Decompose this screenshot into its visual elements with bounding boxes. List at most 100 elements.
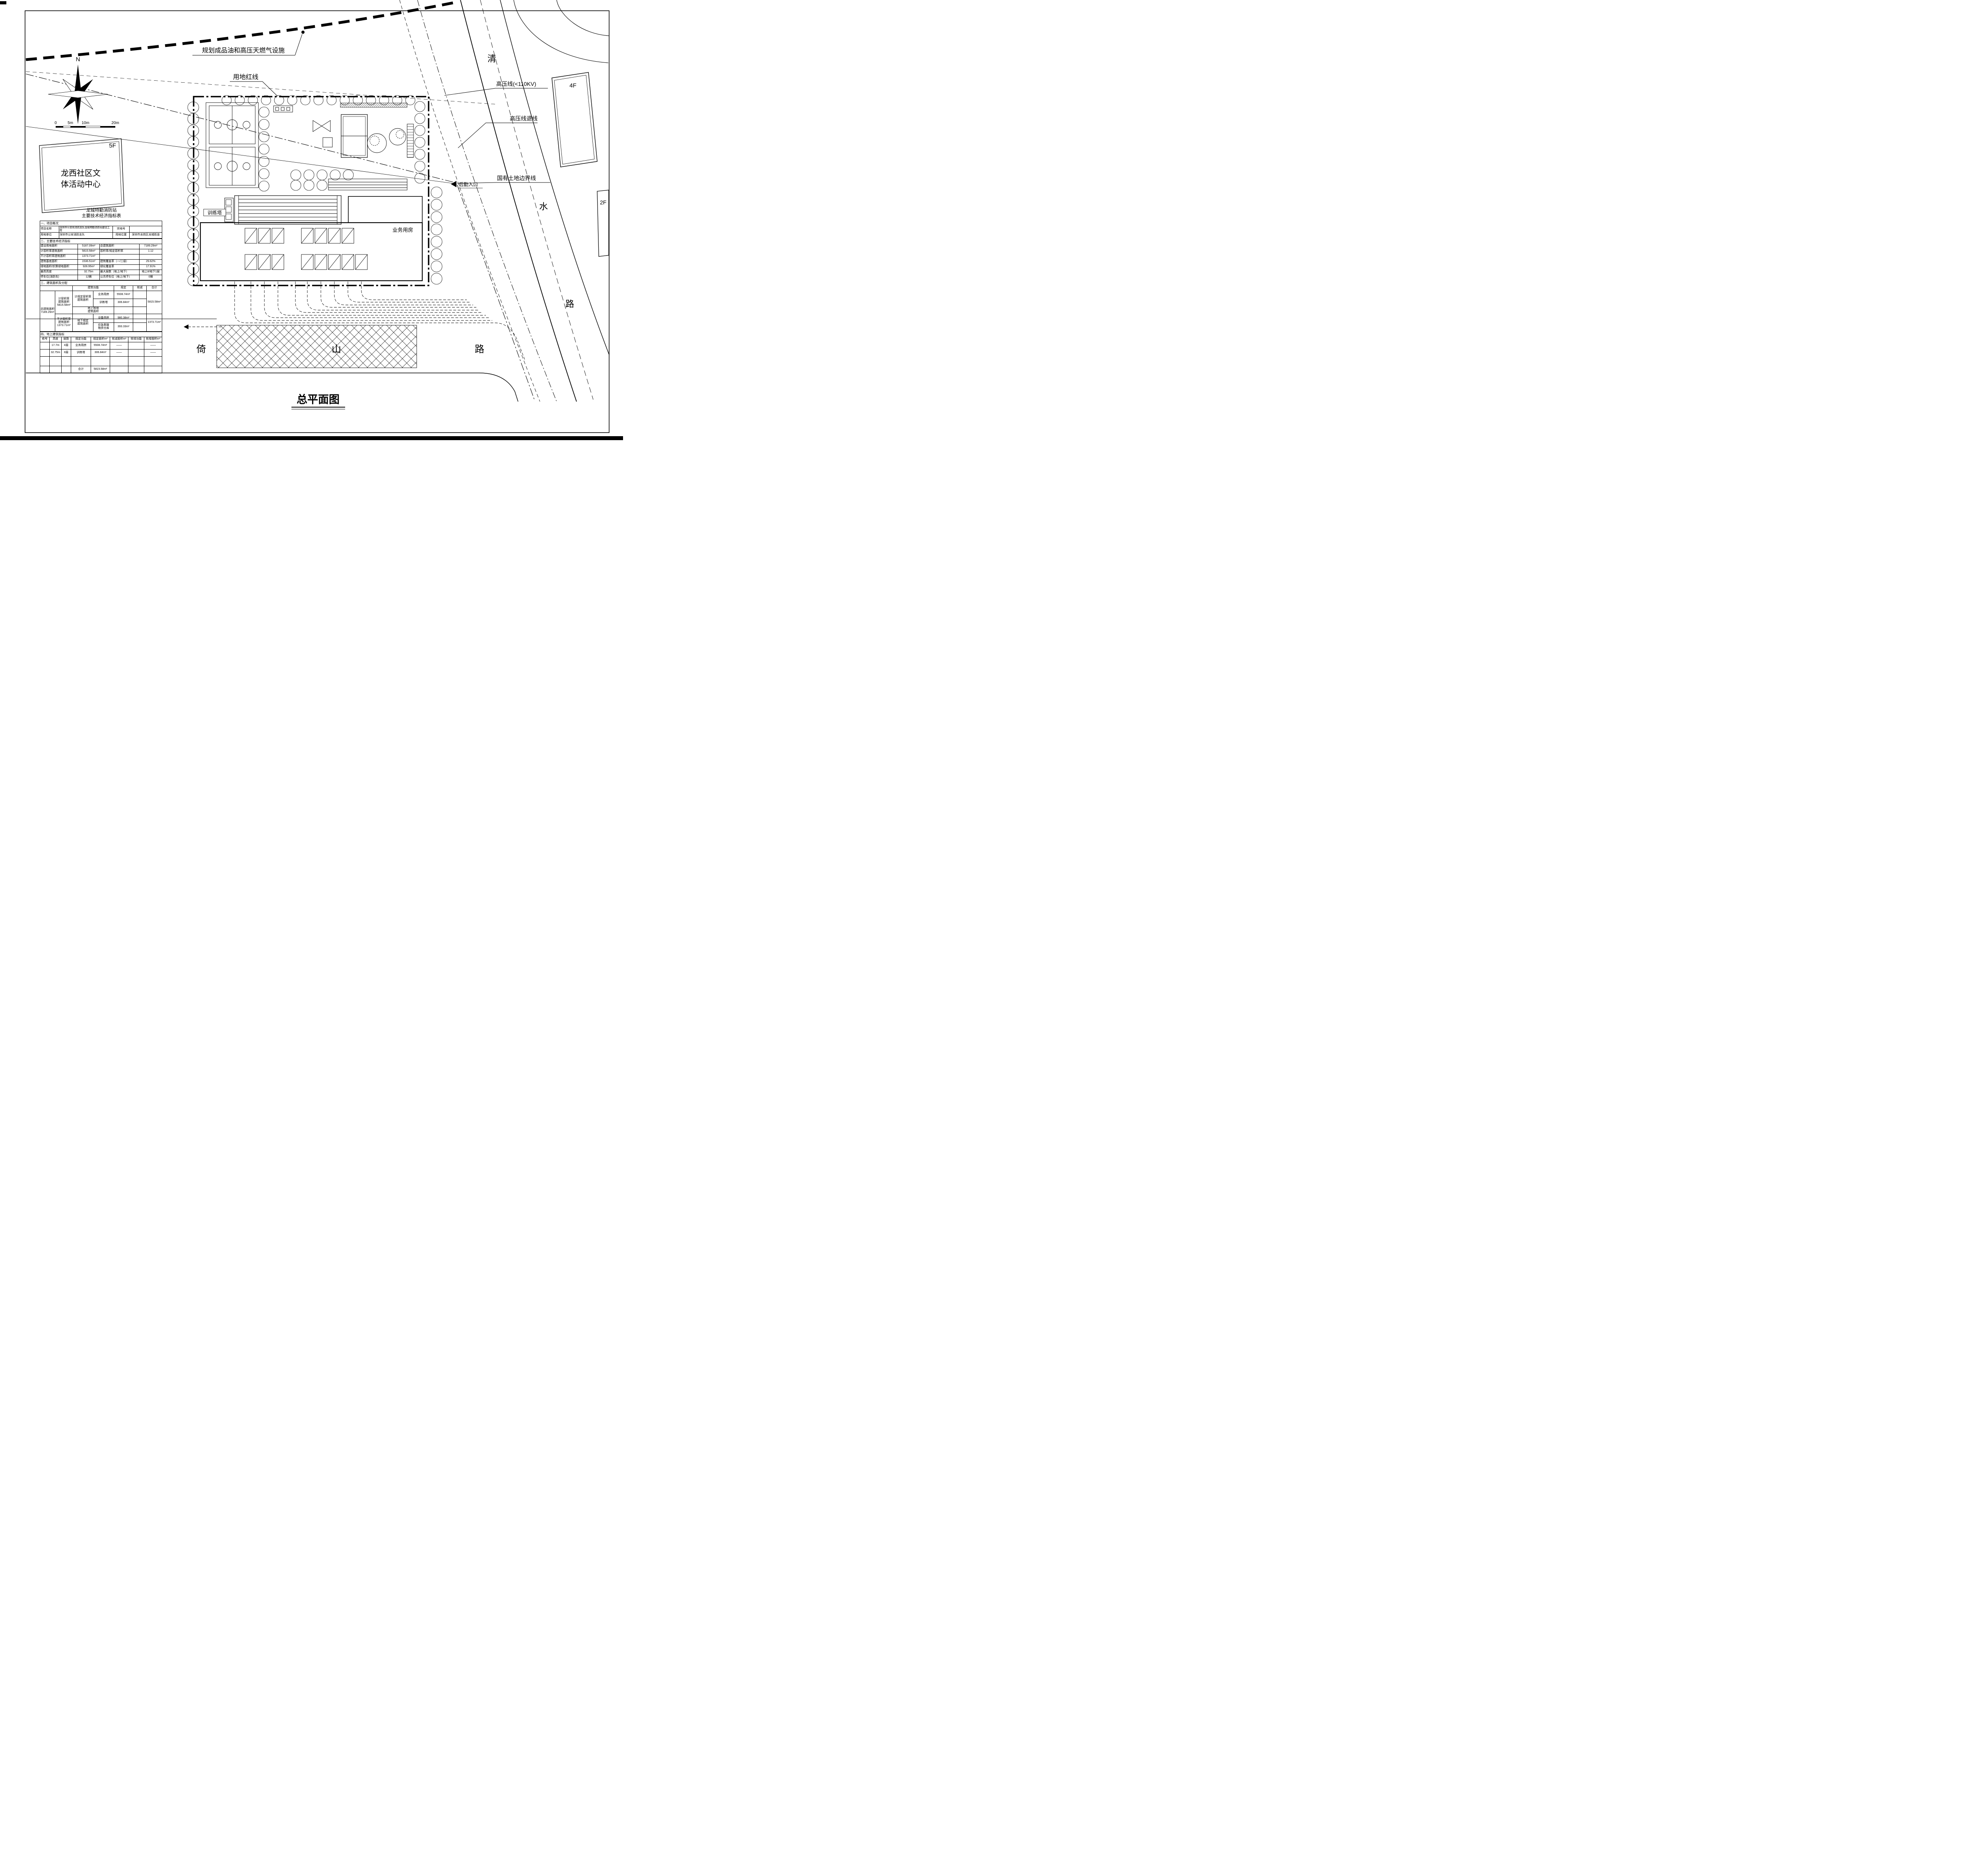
cell: 计容积率 建筑面积 5815.58m² [55,290,73,314]
basketball-courts [206,102,259,188]
cell [91,356,110,366]
cell [61,356,71,366]
building-4f-floors: 4F [569,82,577,89]
cell: 合计 [146,285,163,291]
cell: 5815.58m² [146,290,163,314]
cell [40,285,73,291]
training-tower: 训练塔 [203,198,234,222]
cell [139,254,162,260]
cell: 1536.51m² [78,259,100,265]
cell: 深圳市龙岗区龙城街道 [129,232,162,239]
cell: 最高高度 [40,269,78,275]
cell: 计容积率建筑面积 [40,249,78,254]
drawing-title-block: 总平面图 [291,394,345,410]
table-title-line1: 龙城特勤消防站 [86,208,117,213]
road-name-qing: 清 [487,54,496,64]
cell [144,365,162,373]
cell [40,342,50,349]
grandstand [328,179,408,190]
cell: 12辆 [78,274,100,280]
exit-arrow-icon [184,324,188,329]
cell: 训练塔 [93,298,114,307]
training-tower-label: 训练塔 [208,210,222,216]
driveways [184,282,525,360]
cell: 1373.71m² [146,313,163,332]
cell: 绿化覆盖率 [99,264,140,270]
qingshui-road: 清 水 路 [460,0,610,402]
cell [144,356,162,366]
scale-0: 0 [54,121,57,125]
cell [114,306,133,314]
cell [61,365,71,373]
cell: 5508.74m² [114,290,133,299]
cell [128,356,144,366]
business-building: 业务用房 [200,196,423,282]
cell: 层数 [61,336,71,342]
table-section3: 三、建筑面积及分配 建筑功能 规定 核减 合计 总建筑面积 7189.29m² … [39,280,163,332]
hv-line-label: 高压线(<110KV) [496,81,536,87]
north-compass: N [48,56,108,124]
recreation-area [273,103,414,158]
cell: 980.38m² [114,313,133,323]
scale-5m: 5m [68,121,73,125]
cell [133,290,147,299]
cell: 5815.58m² [78,249,100,254]
cell: 栋号 [40,336,50,342]
section1-header: 一、项目概况 [40,220,162,226]
cell [133,306,147,314]
cell: 应急救援 物资仓库 [93,322,114,332]
state-land-label: 国有土地边界线 [497,175,536,181]
sheet-border [0,1,623,440]
cell: 393.33m² [114,322,133,332]
community-center-name-line2: 体活动中心 [61,180,101,189]
cell: 0辆 [139,274,162,280]
cell: 17.91% [139,264,162,270]
cell [110,356,128,366]
scale-bar: 0 5m 10m 20m [54,121,119,128]
road-name-lu-south: 路 [475,344,484,355]
cell: 深圳市公安消防支队 [59,232,113,239]
hatch-area [216,325,417,368]
section3-header: 三、建筑面积及分配 [39,280,163,286]
cell: 32.75m [78,269,100,275]
cell: 合计 [71,365,91,373]
hv-lines: 高压线(<110KV) 高压线退线 [399,0,557,402]
cell: 总建筑面积 7189.29m² [40,290,55,332]
cell: 5815.58m² [91,365,110,373]
cell: 5508.74m² [91,342,110,349]
survey-lines [25,71,535,401]
cell [129,225,162,233]
cell: 建筑基底面积 [40,259,78,265]
cell: 建筑功能 [72,285,114,291]
cell: 建筑覆盖率（一/二级） [99,259,140,265]
cell: 用地位置 [113,232,130,239]
cell: 项目名称 [40,225,59,233]
building-4f: 4F [551,72,598,167]
cell: 地上8/地下1层 [139,269,162,275]
state-land-boundary-label: 国有土地边界线 [457,175,550,184]
cell: 5187.09m² [78,243,100,249]
hv-setback-label: 高压线退线 [510,115,538,122]
cell: 17.7m [49,342,62,349]
cell: 核增面积m² [144,336,162,342]
scale-10m: 10m [82,121,89,125]
cell: 7189.29m² [139,243,162,249]
cell: 宗地号 [113,225,130,233]
section4-header: 四、地上建筑指标 [40,331,162,337]
training-pool [234,195,342,225]
road-name-shan: 山 [332,344,341,355]
cell [128,349,144,357]
cell: 规定 [114,285,133,291]
business-building-label: 业务用房 [392,227,413,233]
north-label: N [76,56,80,63]
cell: 规定功能 [71,336,91,342]
building-2f-floors: 2F [600,199,606,206]
cell: 总建筑面积 [99,243,140,249]
cell: 规定面积m² [91,336,110,342]
cell: —— [144,342,162,349]
cell: 业务用房 [71,342,91,349]
community-center-name-line1: 龙西社区文 [61,169,101,178]
building-2f: 2F [597,190,609,257]
cell: 306.84m² [114,298,133,307]
